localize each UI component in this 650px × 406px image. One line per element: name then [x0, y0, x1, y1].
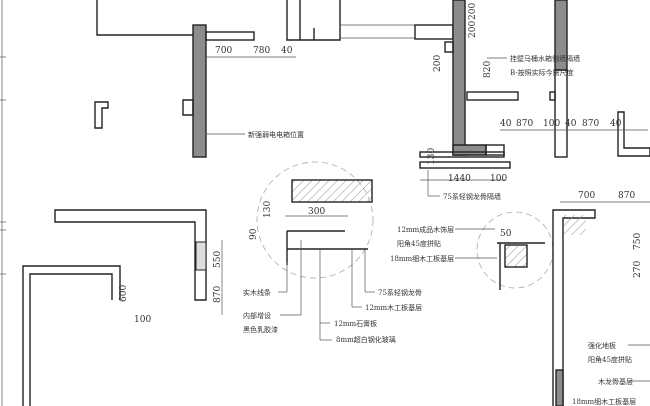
dim-label: 750	[633, 233, 643, 250]
wall-top-right	[549, 0, 650, 158]
dim-label: 40	[565, 119, 577, 129]
dim-label: 820	[483, 61, 493, 78]
note-veneer: 12mm成品木饰层	[397, 225, 454, 234]
note-black-paint: 黑色乳胶漆	[243, 325, 278, 334]
dim-label: 100	[543, 119, 560, 129]
note-floor-corner: 阳角45度拼贴	[588, 355, 632, 364]
dim-label: 130	[427, 148, 437, 165]
note-veneer-corner: 阳角45度拼贴	[397, 239, 441, 248]
dim-label: 700	[578, 191, 595, 201]
note-electric-box: 新强弱电电箱位置	[248, 130, 304, 139]
note-steel-stud: 75系轻钢龙骨	[378, 288, 422, 297]
dim-label: 550	[213, 251, 223, 268]
dim-label: 130	[263, 201, 273, 218]
dim-label: 100	[490, 174, 507, 184]
note-toilet-wall: 挂壁马桶水箱侧墙隔墙	[510, 54, 580, 63]
note-plywood-18: 18mm细木工板基层	[390, 254, 454, 263]
dimension-labels: 700 780 40 200 200 200 820 40 870 100 40…	[119, 3, 643, 325]
dimension-lines	[206, 56, 650, 315]
dim-label: 870	[516, 119, 533, 129]
wall-lower-left	[22, 209, 207, 406]
dim-label: 200	[468, 3, 478, 20]
dim-label: 90	[249, 228, 259, 240]
dim-label: 1440	[448, 174, 471, 184]
dim-label: 40	[281, 46, 293, 56]
dim-label: 50	[500, 229, 512, 239]
leader-lines	[205, 57, 650, 382]
dim-label: 300	[308, 207, 325, 217]
dim-label: 700	[215, 46, 232, 56]
note-toilet-wall-2: B-按照实际今需尺度	[510, 68, 574, 77]
note-floor: 强化地板	[588, 341, 616, 350]
dim-label: 270	[633, 261, 643, 278]
dim-label: 870	[213, 286, 223, 303]
dim-label: 200	[468, 21, 478, 38]
note-plywood-18b: 18mm细木工板基层	[572, 397, 636, 406]
note-solid-wood-strip: 实木线条	[243, 288, 271, 297]
annotation-notes: 挂壁马桶水箱侧墙隔墙 B-按照实际今需尺度 新强弱电电箱位置 75系轻钢龙骨隔墙…	[243, 54, 636, 406]
note-glass: 8mm超白钢化玻璃	[336, 335, 396, 344]
wall-lower-right	[552, 209, 596, 406]
note-steel-stud-wall: 75系轻钢龙骨隔墙	[443, 192, 501, 201]
dim-label: 870	[618, 191, 635, 201]
dim-label: 100	[134, 315, 151, 325]
wall-top-center	[286, 0, 519, 169]
dim-label: 600	[119, 285, 129, 302]
note-plywood-12: 12mm木工板基层	[365, 303, 422, 312]
dim-label: 200	[433, 55, 443, 72]
left-axis-ticks	[0, 0, 6, 406]
note-keel: 木龙骨基层	[598, 377, 633, 386]
dim-label: 780	[253, 46, 270, 56]
wall-upper-left	[94, 0, 255, 158]
dim-label: 40	[500, 119, 512, 129]
note-gypsum: 12mm石膏板	[334, 319, 377, 328]
note-inner-add: 内部增设	[243, 311, 271, 320]
dim-label: 40	[610, 119, 622, 129]
dim-label: 870	[582, 119, 599, 129]
